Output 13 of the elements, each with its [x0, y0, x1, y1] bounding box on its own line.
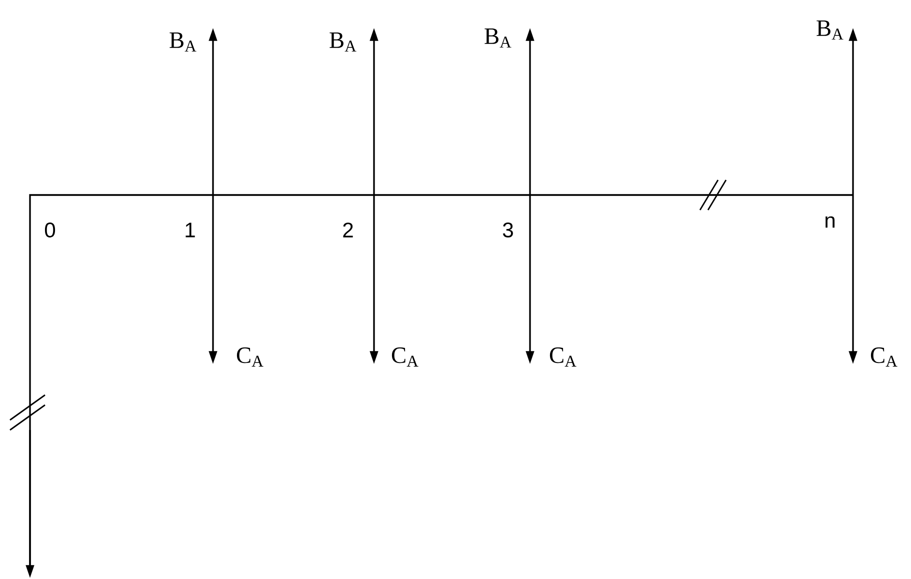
period-number: 1 — [186, 222, 195, 238]
period-number: 3 — [502, 222, 513, 238]
flow-label: C$_{A}$ — [236, 347, 264, 367]
period-number: n — [826, 216, 834, 228]
flow-label: B$_{A}$ — [484, 28, 512, 48]
flow-label: B$_{A}$ — [816, 20, 844, 40]
flow-label: C$_{A}$ — [870, 347, 898, 367]
flow-label: C$_{A}$ — [550, 347, 576, 367]
flow-label: B$_{A}$ — [330, 32, 356, 52]
period-number: 2 — [343, 222, 353, 238]
flow-label: B$_{A}$ — [170, 32, 196, 52]
flow-label: C$_{A}$ — [392, 347, 418, 367]
period-number: 0 — [44, 222, 56, 238]
